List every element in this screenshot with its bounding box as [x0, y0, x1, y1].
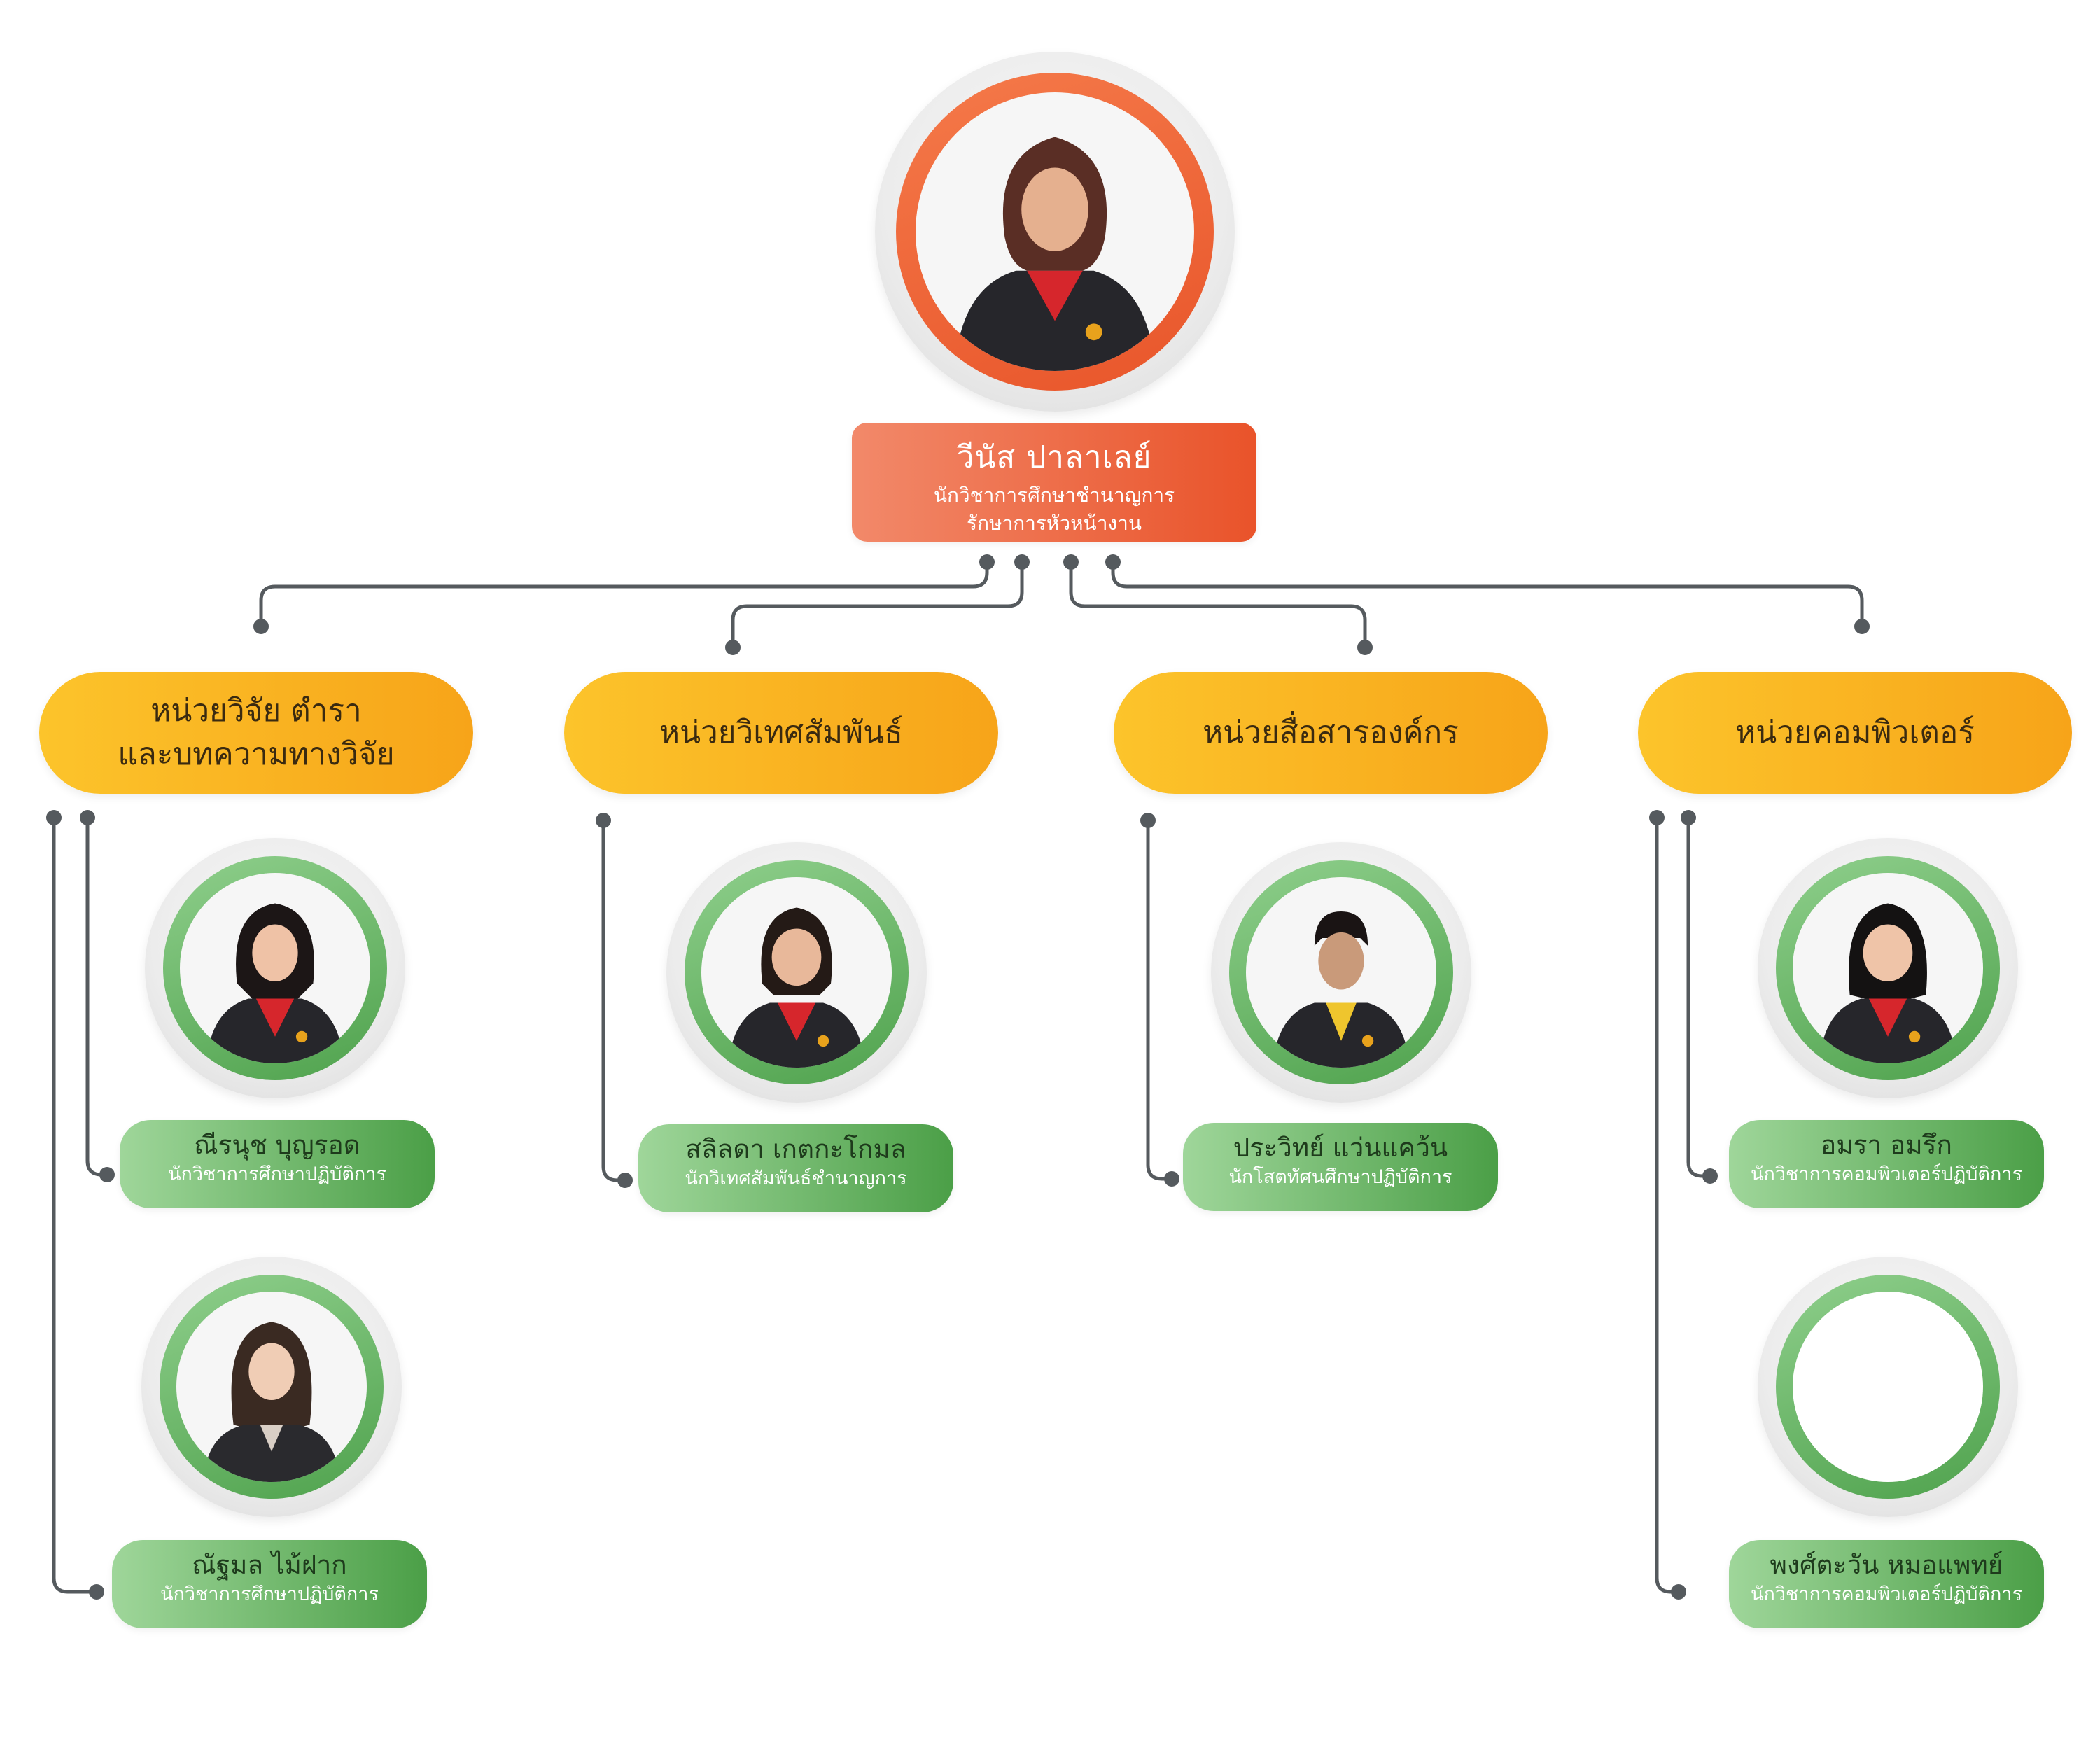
staff-avatar [145, 838, 405, 1098]
unit-label: หน่วยวิเทศสัมพันธ์ [659, 715, 904, 750]
person-photo-icon [1273, 911, 1410, 1068]
connector-dot [1063, 554, 1079, 570]
staff-card: สลิลดา เกตกะโกมล นักวิเทศสัมพันธ์ชำนาญกา… [638, 1124, 953, 1212]
connector-dot [1014, 554, 1030, 570]
connector-dot [99, 1167, 115, 1182]
connector-research-staff-2 [52, 816, 99, 1594]
connector-dot [253, 619, 269, 634]
staff-name: สลิลดา เกตกะโกมล [685, 1134, 906, 1164]
unit-international-relations: หน่วยวิเทศสัมพันธ์ [564, 672, 998, 794]
connector-research-staff-1 [85, 816, 109, 1177]
connector-dot [1671, 1584, 1686, 1600]
head-name: วีนัส ปาลาเลย์ [956, 440, 1152, 475]
connector-dot [596, 813, 611, 828]
staff-photo [1793, 873, 1983, 1063]
connector-dot [1105, 554, 1121, 570]
unit-label-line1: หน่วยวิจัย ตำรา [150, 693, 362, 729]
connector-dot [1357, 640, 1373, 655]
staff-card: ณัฐมล ไม้ฝาก นักวิชาการศึกษาปฏิบัติการ [112, 1540, 427, 1628]
staff-name: อมรา อมรึก [1821, 1130, 1952, 1160]
staff-role: นักวิชาการคอมพิวเตอร์ปฏิบัติการ [1751, 1583, 2022, 1605]
connector-head-to-unit-comm [1069, 560, 1367, 650]
staff-photo [180, 873, 370, 1063]
staff-card: พงศ์ตะวัน หมอแพทย์ นักวิชาการคอมพิวเตอร์… [1729, 1540, 2044, 1628]
connector-head-to-unit-computer [1111, 560, 1864, 629]
staff-avatar [1211, 842, 1471, 1102]
head-avatar [875, 52, 1235, 412]
connector-dot [1140, 813, 1156, 828]
connector-head-to-unit-research [259, 560, 989, 629]
connector-computer-staff-1 [1686, 816, 1712, 1178]
person-photo-icon [954, 136, 1156, 371]
connector-dot [1681, 810, 1696, 825]
staff-name: ณัฐมล ไม้ฝาก [192, 1550, 347, 1580]
connector-dot [1854, 619, 1870, 634]
connector-dot [979, 554, 995, 570]
connector-dot [80, 810, 95, 825]
connector-dot [1649, 810, 1665, 825]
staff-name: พงศ์ตะวัน หมอแพทย์ [1770, 1550, 2003, 1580]
staff-avatar [141, 1256, 402, 1517]
staff-role: นักวิชาการศึกษาปฏิบัติการ [168, 1163, 386, 1185]
staff-role: นักวิชาการคอมพิวเตอร์ปฏิบัติการ [1751, 1163, 2022, 1185]
person-photo-icon [206, 903, 344, 1063]
person-photo-icon [1819, 903, 1956, 1063]
connector-dot [46, 810, 62, 825]
staff-photo [176, 1292, 367, 1482]
unit-corporate-communication: หน่วยสื่อสารองค์กร [1114, 672, 1548, 794]
connector-computer-staff-2 [1655, 816, 1681, 1594]
connector-dot [1702, 1168, 1718, 1184]
staff-avatar-empty [1758, 1256, 2018, 1517]
staff-card: ณีรนุช บุญรอด นักวิชาการศึกษาปฏิบัติการ [120, 1120, 435, 1208]
staff-card: ประวิทย์ แว่นแคว้น นักโสตทัศนศึกษาปฏิบัต… [1183, 1123, 1498, 1211]
head-photo [916, 92, 1194, 371]
staff-card: อมรา อมรึก นักวิชาการคอมพิวเตอร์ปฏิบัติก… [1729, 1120, 2044, 1208]
staff-avatar [666, 842, 927, 1102]
staff-photo-placeholder [1793, 1292, 1983, 1482]
head-role-line1: นักวิชาการศึกษาชำนาญการ [933, 484, 1175, 507]
connector-dot [617, 1172, 633, 1188]
staff-name: ณีรนุช บุญรอด [194, 1130, 360, 1160]
staff-avatar [1758, 838, 2018, 1098]
connector-dot [725, 640, 741, 655]
staff-role: นักโสตทัศนศึกษาปฏิบัติการ [1228, 1166, 1452, 1188]
staff-photo [701, 877, 892, 1068]
connector-dot [1164, 1171, 1180, 1186]
unit-label: หน่วยคอมพิวเตอร์ [1735, 715, 1975, 750]
connector-dot [89, 1584, 104, 1600]
unit-research: หน่วยวิจัย ตำรา และบทความทางวิจัย [39, 672, 473, 794]
head-info-box: วีนัส ปาลาเลย์ นักวิชาการศึกษาชำนาญการ ร… [852, 423, 1256, 542]
staff-role: นักวิเทศสัมพันธ์ชำนาญการ [685, 1168, 907, 1189]
staff-role: นักวิชาการศึกษาปฏิบัติการ [160, 1583, 379, 1605]
staff-name: ประวิทย์ แว่นแคว้น [1233, 1133, 1448, 1163]
head-role-line2: รักษาการหัวหน้างาน [967, 512, 1142, 535]
unit-label-line2: และบทความทางวิจัย [118, 736, 395, 772]
unit-computer: หน่วยคอมพิวเตอร์ [1638, 672, 2072, 794]
person-photo-icon [203, 1322, 340, 1482]
connector-comm-staff-1 [1146, 818, 1174, 1181]
person-photo-icon [728, 907, 865, 1068]
unit-label: หน่วยสื่อสารองค์กร [1203, 715, 1459, 750]
connector-head-to-unit-intl [731, 560, 1024, 650]
staff-photo [1246, 877, 1436, 1068]
connector-intl-staff-1 [601, 818, 627, 1182]
